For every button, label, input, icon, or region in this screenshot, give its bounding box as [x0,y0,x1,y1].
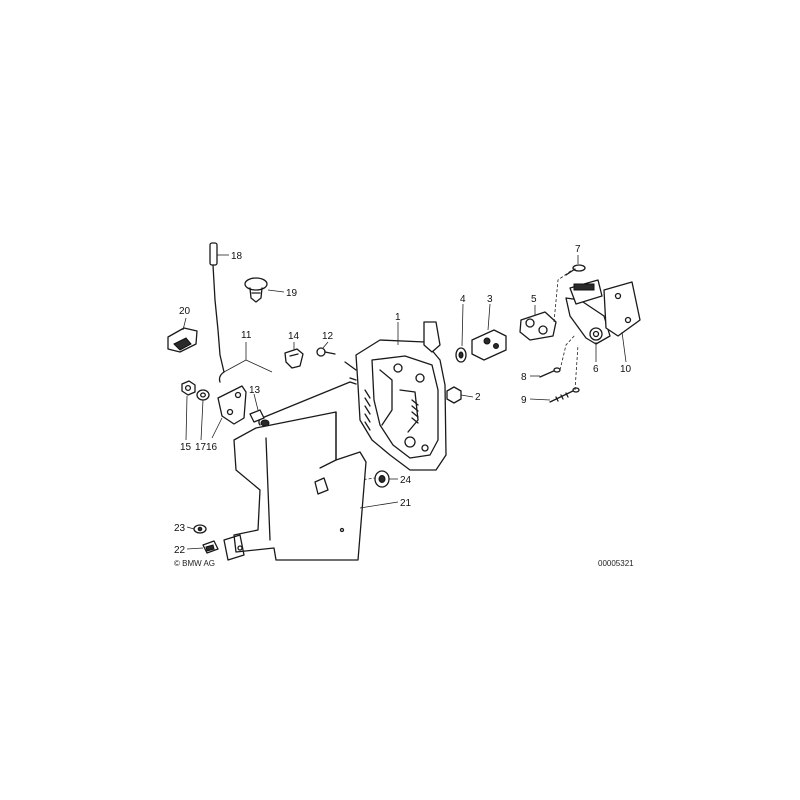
part-10-plate [603,281,641,337]
callout-18: 18 [231,251,243,262]
part-18-rod [209,242,225,383]
callout-8: 8 [521,372,527,383]
callout-16: 16 [206,442,218,453]
part-17-washer [196,389,210,401]
callout-21: 21 [400,498,412,509]
callout-19: 19 [286,288,298,299]
callout-2: 2 [475,392,481,403]
callout-4: 4 [460,294,466,305]
callout-11: 11 [241,330,252,341]
callout-17: 17 [195,442,207,453]
part-3-lever [471,329,507,361]
callout-5: 5 [531,294,537,305]
part-9-screw [549,387,580,403]
callout-24: 24 [400,475,412,486]
leader-lines [182,254,627,550]
part-12-screw [316,347,336,357]
part-20-cap [167,327,198,353]
part-14-clip [284,348,304,369]
callout-10: 10 [620,364,632,375]
part-1-door-lock [344,321,447,471]
callout-13: 13 [249,385,261,396]
callout-6: 6 [593,364,599,375]
callout-1: 1 [395,312,401,323]
callout-20: 20 [179,306,191,317]
callout-14: 14 [288,331,300,342]
part-16-bracket [217,385,247,425]
callout-15: 15 [180,442,192,453]
copyright-notice: © BMW AG [174,559,215,568]
part-7-screw [565,264,586,276]
assembly-line-c [574,344,579,391]
callout-22: 22 [174,545,186,556]
part-4-bushing [455,347,467,363]
part-22-clip [202,540,219,554]
callout-7: 7 [575,244,581,255]
callout-3: 3 [487,294,493,305]
callout-12: 12 [322,331,334,342]
callout-9: 9 [521,395,527,406]
callout-labels: 1 2 3 4 5 6 7 8 9 10 11 12 13 14 15 16 1… [174,244,632,556]
part-19-clip [244,277,268,303]
drawing-number: 00005321 [598,559,634,568]
callout-23: 23 [174,523,186,534]
part-8-screw [539,367,561,378]
assembly-line-a [553,269,573,323]
part-6-arm [565,279,611,345]
part-23-screw [193,524,207,534]
part-2-plug [446,386,462,404]
part-15-nut [181,380,196,396]
assembly-line-b [559,334,576,371]
part-21-cover-panel [223,411,367,561]
part-5-bracket [519,311,557,341]
part-24-grommet [374,470,390,488]
